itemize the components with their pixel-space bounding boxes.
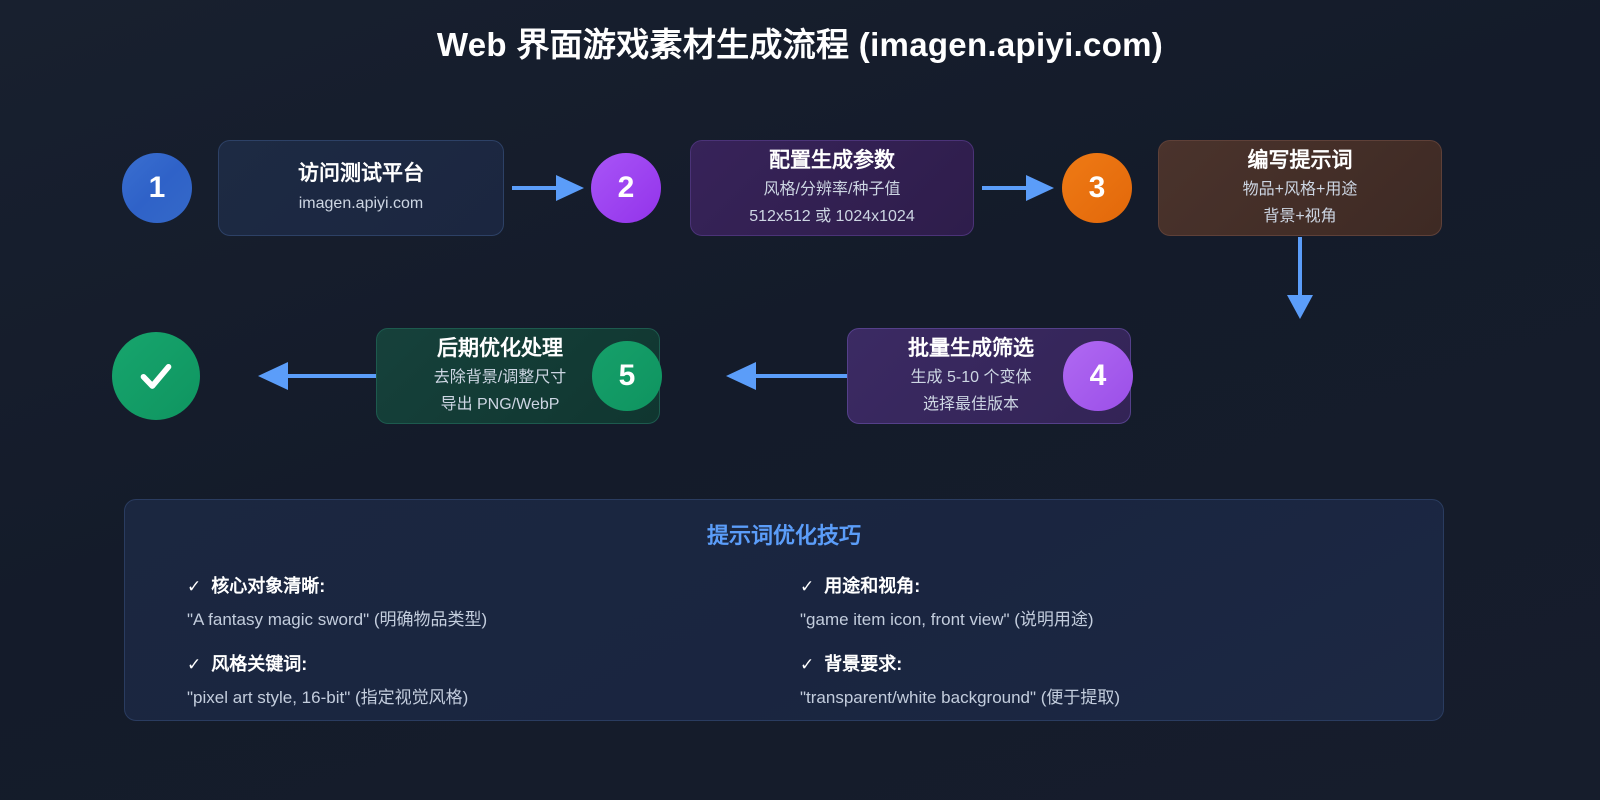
complete-node [112,332,200,420]
step-title-3: 编写提示词 [1247,148,1353,172]
step-title-1: 访问测试平台 [298,162,424,186]
step-badge-3: 3 [1062,153,1132,223]
step-title-4: 批量生成筛选 [908,336,1034,360]
step-title-5: 后期优化处理 [437,336,563,360]
tip-heading-row: ✓ 用途和视角: [800,572,1381,598]
tip-body: "transparent/white background" (便于提取) [800,688,1121,707]
step-badge-2: 2 [591,153,661,223]
arrow-step1-to-step2 [512,175,584,201]
step-number-4: 4 [1089,359,1107,392]
step-number-1: 1 [148,171,166,204]
tip-heading: 用途和视角: [824,576,921,596]
check-icon: ✓ [800,655,815,674]
step-number-2: 2 [617,171,635,204]
tip-item-core-object: ✓ 核心对象清晰: "A fantasy magic sword" (明确物品类… [187,572,768,630]
tip-item-usage-view: ✓ 用途和视角: "game item icon, front view" (说… [800,572,1381,630]
tip-body: "A fantasy magic sword" (明确物品类型) [187,610,488,629]
check-icon: ✓ [187,577,202,596]
tip-heading-row: ✓ 背景要求: [800,650,1381,676]
tip-heading-row: ✓ 风格关键词: [187,650,768,676]
step-card-2[interactable]: 配置生成参数 风格/分辨率/种子值 512x512 或 1024x1024 [690,140,974,236]
tip-item-style-keywords: ✓ 风格关键词: "pixel art style, 16-bit" (指定视觉… [187,650,768,708]
tip-body: "pixel art style, 16-bit" (指定视觉风格) [187,688,469,707]
arrow-step3-to-step4 [1287,237,1313,319]
step-subtitle-4-line-2: 选择最佳版本 [922,396,1019,414]
step-badge-1: 1 [122,153,192,223]
check-icon: ✓ [187,655,202,674]
step-title-2: 配置生成参数 [769,148,895,172]
page-title: Web 界面游戏素材生成流程 (imagen.apiyi.com) [436,26,1164,63]
step-badge-4: 4 [1063,341,1133,411]
check-icon [140,364,172,389]
step-subtitle-4-line-1: 生成 5-10 个变体 [910,368,1032,386]
step-card-1[interactable]: 访问测试平台 imagen.apiyi.com [218,140,504,236]
tips-grid: ✓ 核心对象清晰: "A fantasy magic sword" (明确物品类… [125,550,1443,708]
tip-heading: 风格关键词: [211,654,308,674]
step-subtitle-5-line-2: 导出 PNG/WebP [440,396,560,414]
arrow-step4-to-step5 [726,362,848,390]
step-number-5: 5 [618,359,636,392]
step-card-3[interactable]: 编写提示词 物品+风格+用途 背景+视角 [1158,140,1442,236]
step-badge-5: 5 [592,341,662,411]
tip-body: "game item icon, front view" (说明用途) [800,610,1094,629]
step-subtitle-2-line-2: 512x512 或 1024x1024 [749,208,915,226]
tips-panel: 提示词优化技巧 ✓ 核心对象清晰: "A fantasy magic sword… [124,499,1444,721]
step-subtitle-3-line-1: 物品+风格+用途 [1242,180,1358,198]
tip-heading: 核心对象清晰: [211,576,326,596]
tip-heading: 背景要求: [824,654,903,674]
tip-heading-row: ✓ 核心对象清晰: [187,572,768,598]
tip-item-background: ✓ 背景要求: "transparent/white background" (… [800,650,1381,708]
tips-panel-title: 提示词优化技巧 [706,523,861,548]
arrow-step5-to-complete [258,362,380,390]
step-subtitle-3-line-2: 背景+视角 [1263,208,1337,226]
arrow-step2-to-step3 [982,175,1054,201]
step-subtitle-2-line-1: 风格/分辨率/种子值 [763,180,901,198]
check-icon: ✓ [800,577,815,596]
step-number-3: 3 [1088,171,1106,204]
step-subtitle-5-line-1: 去除背景/调整尺寸 [433,368,567,386]
step-subtitle-1-line-1: imagen.apiyi.com [298,194,424,212]
